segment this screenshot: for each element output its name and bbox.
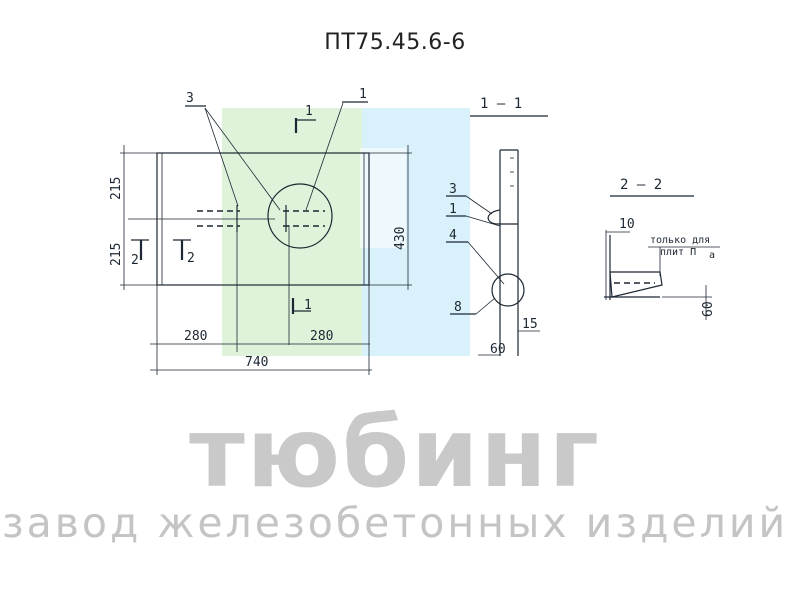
note-line-1: только для (650, 235, 710, 246)
section-2-2-title: 2 — 2 (620, 177, 662, 193)
leader-3a (204, 107, 239, 207)
leader-1 (305, 102, 344, 211)
dim-740: 740 (245, 355, 268, 370)
callout-8-section: 8 (454, 300, 462, 315)
drawing-title: ПТ75.45.6-6 (324, 30, 466, 55)
dim-280-right: 280 (310, 329, 333, 344)
dim-60-2-2: 60 (701, 301, 716, 317)
section-detail-circle (491, 273, 525, 307)
lifting-loop (487, 209, 518, 225)
callout-1: 1 (359, 87, 367, 102)
note-line-2: плит П (660, 247, 696, 258)
section-mark-1-bottom: 1 (304, 298, 312, 313)
detail-circle (267, 183, 333, 249)
dim-280-left: 280 (184, 329, 207, 344)
section-mark-2-left: 2 (131, 253, 139, 268)
callout-1-section: 1 (449, 202, 457, 217)
section-2-2: 2 — 2 10 только для плит П а 60 (604, 177, 720, 320)
callout-4-section: 4 (449, 228, 457, 243)
section-1-1-title: 1 — 1 (480, 96, 522, 112)
section-2-2-profile (609, 271, 663, 298)
watermark-logo (222, 108, 470, 356)
dim-60-section: 60 (490, 342, 506, 357)
section-mark-1-top: 1 (305, 104, 313, 119)
watermark-tagline: завод железобетонных изделий (1, 499, 789, 547)
dim-10: 10 (619, 217, 635, 232)
callout-3: 3 (186, 91, 194, 106)
dim-15: 15 (522, 317, 538, 332)
section-mark-2-right: 2 (187, 251, 195, 266)
callout-3-section: 3 (449, 182, 457, 197)
plan-view: 3 1 1 1 2 2 215 215 430 (109, 87, 412, 375)
dim-left-top: 215 (109, 177, 124, 200)
section-1-1: 1 — 1 3 1 4 8 15 60 (446, 96, 548, 357)
note-subscript: а (709, 250, 715, 261)
leader-3b (204, 107, 281, 211)
watermark-name: тюбинг (189, 397, 601, 509)
dim-height: 430 (393, 227, 408, 250)
dim-left-bottom: 215 (109, 243, 124, 266)
